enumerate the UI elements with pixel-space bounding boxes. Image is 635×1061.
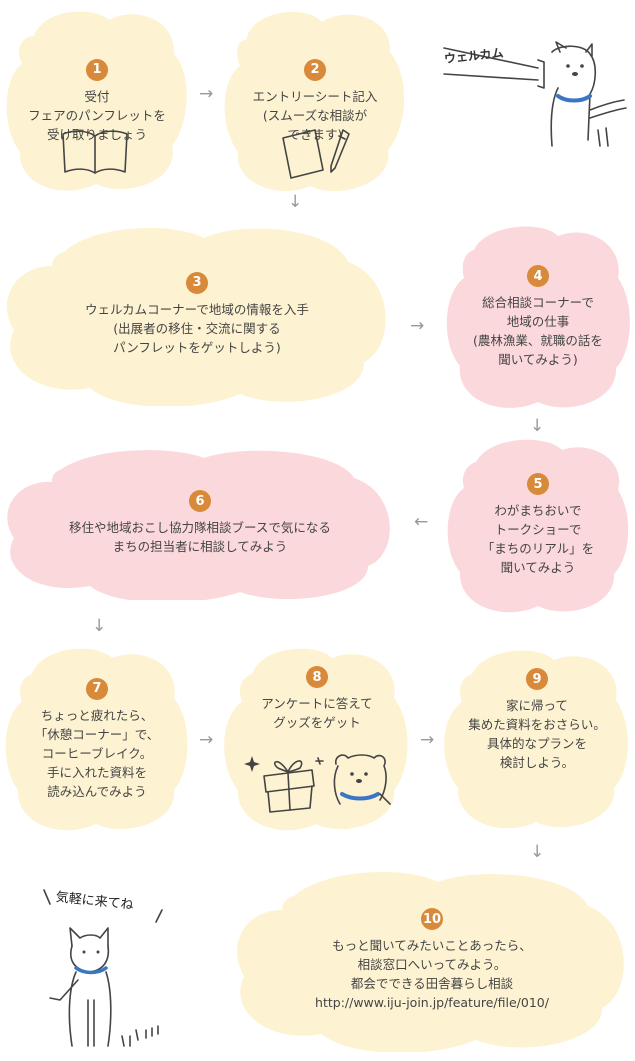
cloud-shape <box>224 11 405 192</box>
flow-arrow-left: ← <box>414 512 429 532</box>
cloud-shape <box>236 871 624 1052</box>
cloud-fill <box>224 648 408 831</box>
gift-box-icon <box>244 756 324 813</box>
cloud-fill <box>236 871 624 1052</box>
step-10-cloud: 10 もっと聞いてみたいことあったら、 相談窓口へいってみよう。 都会でできる田… <box>234 868 630 1052</box>
blue-collar <box>340 792 380 801</box>
blue-collar <box>556 94 592 103</box>
step-number-badge: 3 <box>186 271 208 294</box>
step-number-badge: 5 <box>527 473 549 495</box>
flow-arrow-right: → <box>420 730 435 750</box>
step-9-cloud: 9 家に帰って 集めた資料をおさらい。 具体的なプランを 検討しよう。 <box>442 646 632 832</box>
step-text: ウェルカムコーナーで地域の情報を入手 (出展者の移住・交流に関する パンフレット… <box>85 301 309 355</box>
step-number-badge: 7 <box>86 677 108 700</box>
megaphone-line-bottom <box>443 73 539 81</box>
megaphone-line-top <box>443 47 539 69</box>
step-7-cloud: 7 ちょっと疲れたら、 「休憩コーナー」で、 コーヒーブレイク。 手に入れた資料… <box>4 644 190 834</box>
flow-arrow-down: ↓ <box>530 842 545 862</box>
step-text: エントリーシート記入 (スムーズな相談が できます) <box>252 88 378 142</box>
cloud-fill <box>444 650 628 829</box>
flow-arrow-down: ↓ <box>92 616 107 636</box>
welcome-dog-illustration: ウェルカム <box>440 40 630 150</box>
pen-and-paper-icon <box>282 129 350 179</box>
cloud-shape <box>447 439 629 613</box>
step-text: 移住や地域おこし協力隊相談ブースで気になる まちの担当者に相談してみよう <box>69 520 331 554</box>
step-5-cloud: 5 わがまちおいで トークショーで 「まちのリアル」を 聞いてみよう <box>446 436 630 614</box>
step-text: もっと聞いてみたいことあったら、 相談窓口へいってみよう。 都会でできる田舎暮ら… <box>315 938 549 1010</box>
flow-arrow-right: → <box>410 316 425 336</box>
step-number-badge: 6 <box>189 490 211 512</box>
step-text: 家に帰って 集めた資料をおさらい。 具体的なプランを 検討しよう。 <box>468 698 606 770</box>
cat-ears <box>69 927 109 947</box>
booklet-icon <box>62 130 128 174</box>
step-number-badge: 4 <box>527 265 549 287</box>
cloud-fill <box>224 11 405 192</box>
step-8-cloud: 8 アンケートに答えて グッズをゲット <box>222 644 412 834</box>
dog-head-outline <box>551 45 597 141</box>
step-number-badge: 8 <box>306 666 328 688</box>
step-number-badge: 1 <box>86 58 108 81</box>
cloud-fill <box>6 11 187 191</box>
flow-arrow-down: ↓ <box>530 416 545 436</box>
cloud-fill <box>446 226 630 408</box>
blue-collar <box>74 966 108 975</box>
cloud-shape <box>446 226 630 408</box>
step-text: 総合相談コーナーで 地域の仕事 (農林漁業、就職の話を 聞いてみよう) <box>473 295 603 367</box>
step-3-cloud: 3 ウェルカムコーナーで地域の情報を入手 (出展者の移住・交流に関する パンフレ… <box>4 222 390 406</box>
step-2-cloud: 2 エントリーシート記入 (スムーズな相談が できます) <box>222 6 408 196</box>
cloud-shape <box>6 11 187 191</box>
step-text: ちょっと疲れたら、 「休憩コーナー」で、 コーヒーブレイク。 手に入れた資料を … <box>34 707 160 799</box>
cloud-fill <box>5 648 188 831</box>
cat-illustration: 気軽に来てね <box>38 880 228 1056</box>
cloud-shape <box>7 450 390 600</box>
dog-icon <box>333 754 391 805</box>
step-6-cloud: 6 移住や地域おこし協力隊相談ブースで気になる まちの担当者に相談してみよう <box>4 446 396 600</box>
cloud-fill <box>6 227 386 406</box>
cloud-shape <box>6 227 386 406</box>
cloud-shape <box>5 648 188 831</box>
cloud-shape <box>224 648 408 831</box>
cloud-fill <box>7 450 390 600</box>
cloud-shape <box>444 650 628 829</box>
cloud-fill <box>447 439 629 613</box>
step-4-cloud: 4 総合相談コーナーで 地域の仕事 (農林漁業、就職の話を 聞いてみよう) <box>446 222 630 412</box>
flow-arrow-right: → <box>199 84 214 104</box>
step-text: アンケートに答えて グッズをゲット <box>261 696 373 730</box>
step-number-badge: 10 <box>421 908 443 930</box>
step-number-badge: 9 <box>526 668 548 690</box>
step-1-cloud: 1 受付 フェアのパンフレットを 受け取りましょう <box>4 6 190 196</box>
step-text: わがまちおいで トークショーで 「まちのリアル」を 聞いてみよう <box>481 503 595 575</box>
flow-arrow-right: → <box>199 730 214 750</box>
step-number-badge: 2 <box>304 58 326 81</box>
flow-arrow-down: ↓ <box>288 192 303 212</box>
